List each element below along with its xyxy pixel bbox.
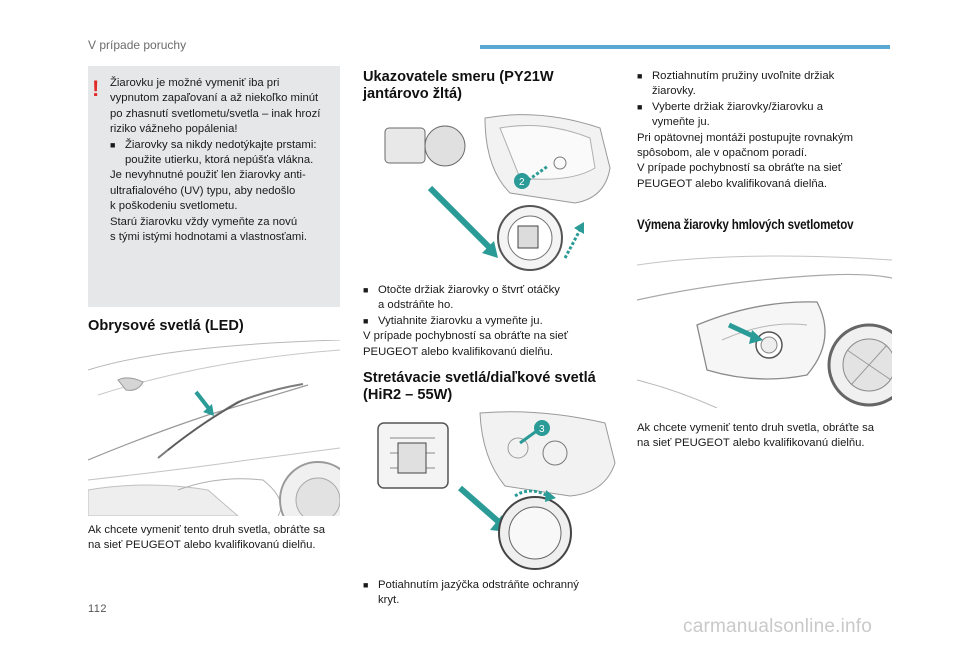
heading-ukazovatele: Ukazovatele smeru (PY21W jantárovo žltá)	[363, 69, 554, 102]
warning-line: Je nevyhnutné použiť len žiarovky anti-	[110, 169, 306, 182]
callout-2: 2	[519, 177, 525, 188]
warning-line: Starú žiarovku vždy vymeňte za novú	[110, 215, 298, 228]
warning-line: vypnutom zapaľovaní a až niekoľko minút	[110, 92, 319, 105]
headlight-drawing: 3	[377, 411, 616, 570]
warning-line: s tými istými hodnotami a vlastnosťami.	[110, 231, 307, 244]
bullet-icon: ■	[363, 315, 369, 326]
warning-line: Žiarovku je možné vymeniť iba pri	[110, 77, 280, 89]
page-number: 112	[88, 603, 108, 615]
fog-light-drawing	[637, 255, 892, 408]
header-accent-bar	[480, 45, 890, 49]
warning-line: po zhasnutí svetlometu/svetla – inak hro…	[110, 107, 321, 120]
warning-line: ultrafialového (UV) typu, aby nedošlo	[110, 184, 296, 197]
illustration-led-lights	[88, 340, 340, 516]
car-front-led-drawing	[88, 340, 340, 516]
callout-3: 3	[539, 424, 545, 435]
section-title: V prípade poruchy	[88, 38, 187, 52]
heading-hmlove: Výmena žiarovky hmlových svetlometov	[637, 217, 854, 232]
bullet-icon: ■	[363, 285, 369, 295]
warning-box	[88, 66, 340, 307]
warning-line: k poškodeniu svetlometu.	[110, 200, 238, 213]
warning-line: riziko vážneho popálenia!	[110, 123, 238, 136]
bullet-icon: ■	[363, 580, 369, 590]
warning-bullet: ■Žiarovky sa nikdy nedotýkajte prstami:p…	[110, 138, 317, 167]
bullet-icon: ■	[637, 101, 643, 112]
bullet-icon: ■	[110, 139, 116, 150]
warning-icon: !	[92, 76, 100, 101]
turn-signal-drawing: 2	[384, 114, 611, 271]
caption-hmlove: Ak chcete vymeniť tento druh svetla, obr…	[637, 422, 875, 450]
illustration-headlight-bulb: 3	[370, 408, 620, 573]
illustration-fog-light	[637, 240, 892, 408]
illustration-turn-signal-bulb: 2	[370, 108, 620, 278]
caption-obrysove: Ak chcete vymeniť tento druh svetla, obr…	[88, 524, 326, 552]
heading-obrysove: Obrysové svetlá (LED)	[88, 318, 244, 334]
bullet-icon: ■	[637, 71, 643, 81]
watermark: carmanualsonline.info	[683, 616, 873, 637]
heading-stretavacie: Stretávacie svetlá/diaľkové svetlá (HiR2…	[363, 370, 596, 403]
step-item: ■Vytiahnite žiarovku a vymeňte ju.	[363, 314, 613, 329]
warning-text: Žiarovku je možné vymeniť iba pri vypnut…	[110, 76, 338, 245]
